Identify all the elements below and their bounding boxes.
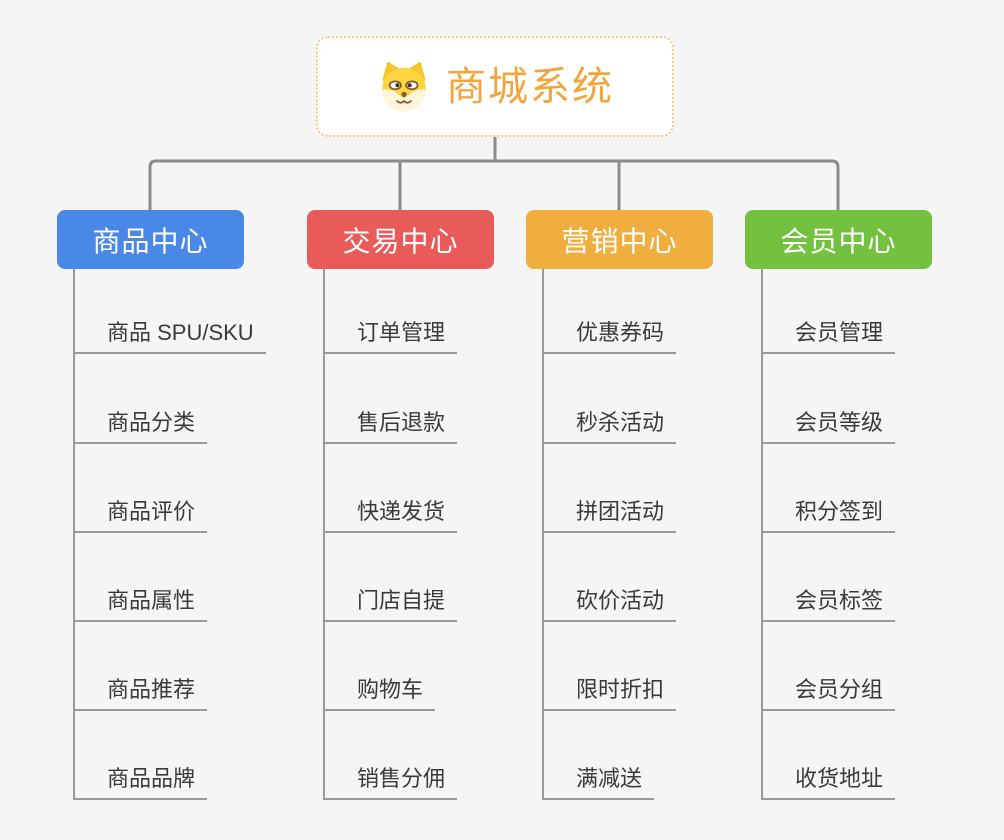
topic-item[interactable]: 会员管理 [761,320,896,354]
topic-item[interactable]: 秒杀活动 [542,410,677,444]
topic-item[interactable]: 快递发货 [323,499,458,533]
topic-item[interactable]: 商品品牌 [73,766,208,800]
topic-item[interactable]: 销售分佣 [323,766,458,800]
root-title: 商城系统 [446,64,614,109]
topic-item[interactable]: 门店自提 [323,588,458,622]
topic-item[interactable]: 会员分组 [761,677,896,711]
topic-item[interactable]: 商品分类 [73,410,208,444]
topic-item[interactable]: 售后退款 [323,410,458,444]
topic-item[interactable]: 积分签到 [761,499,896,533]
root-node[interactable]: 商城系统 [316,36,674,137]
topic-item[interactable]: 收货地址 [761,766,896,800]
topic-item[interactable]: 商品属性 [73,588,208,622]
topic-item[interactable]: 优惠券码 [542,320,677,354]
topic-item[interactable]: 购物车 [323,677,436,711]
topic-item[interactable]: 订单管理 [323,320,458,354]
topic-item[interactable]: 砍价活动 [542,588,677,622]
topic-item[interactable]: 限时折扣 [542,677,677,711]
dog-face-icon [376,61,432,113]
branch-label: 交易中心 [342,225,459,257]
topic-item[interactable]: 商品评价 [73,499,208,533]
topic-item[interactable]: 会员标签 [761,588,896,622]
topic-item[interactable]: 拼团活动 [542,499,677,533]
branch-label: 营销中心 [561,225,678,257]
branch-label: 会员中心 [780,225,897,257]
branch-node-products[interactable]: 商品中心 [57,210,244,269]
branch-node-members[interactable]: 会员中心 [745,210,932,269]
branch-node-trade[interactable]: 交易中心 [307,210,494,269]
branch-node-marketing[interactable]: 营销中心 [526,210,713,269]
topic-item[interactable]: 商品 SPU/SKU [73,320,266,354]
topic-item[interactable]: 商品推荐 [73,677,208,711]
branch-label: 商品中心 [92,225,209,257]
topic-item[interactable]: 会员等级 [761,410,896,444]
topic-item[interactable]: 满减送 [542,766,655,800]
